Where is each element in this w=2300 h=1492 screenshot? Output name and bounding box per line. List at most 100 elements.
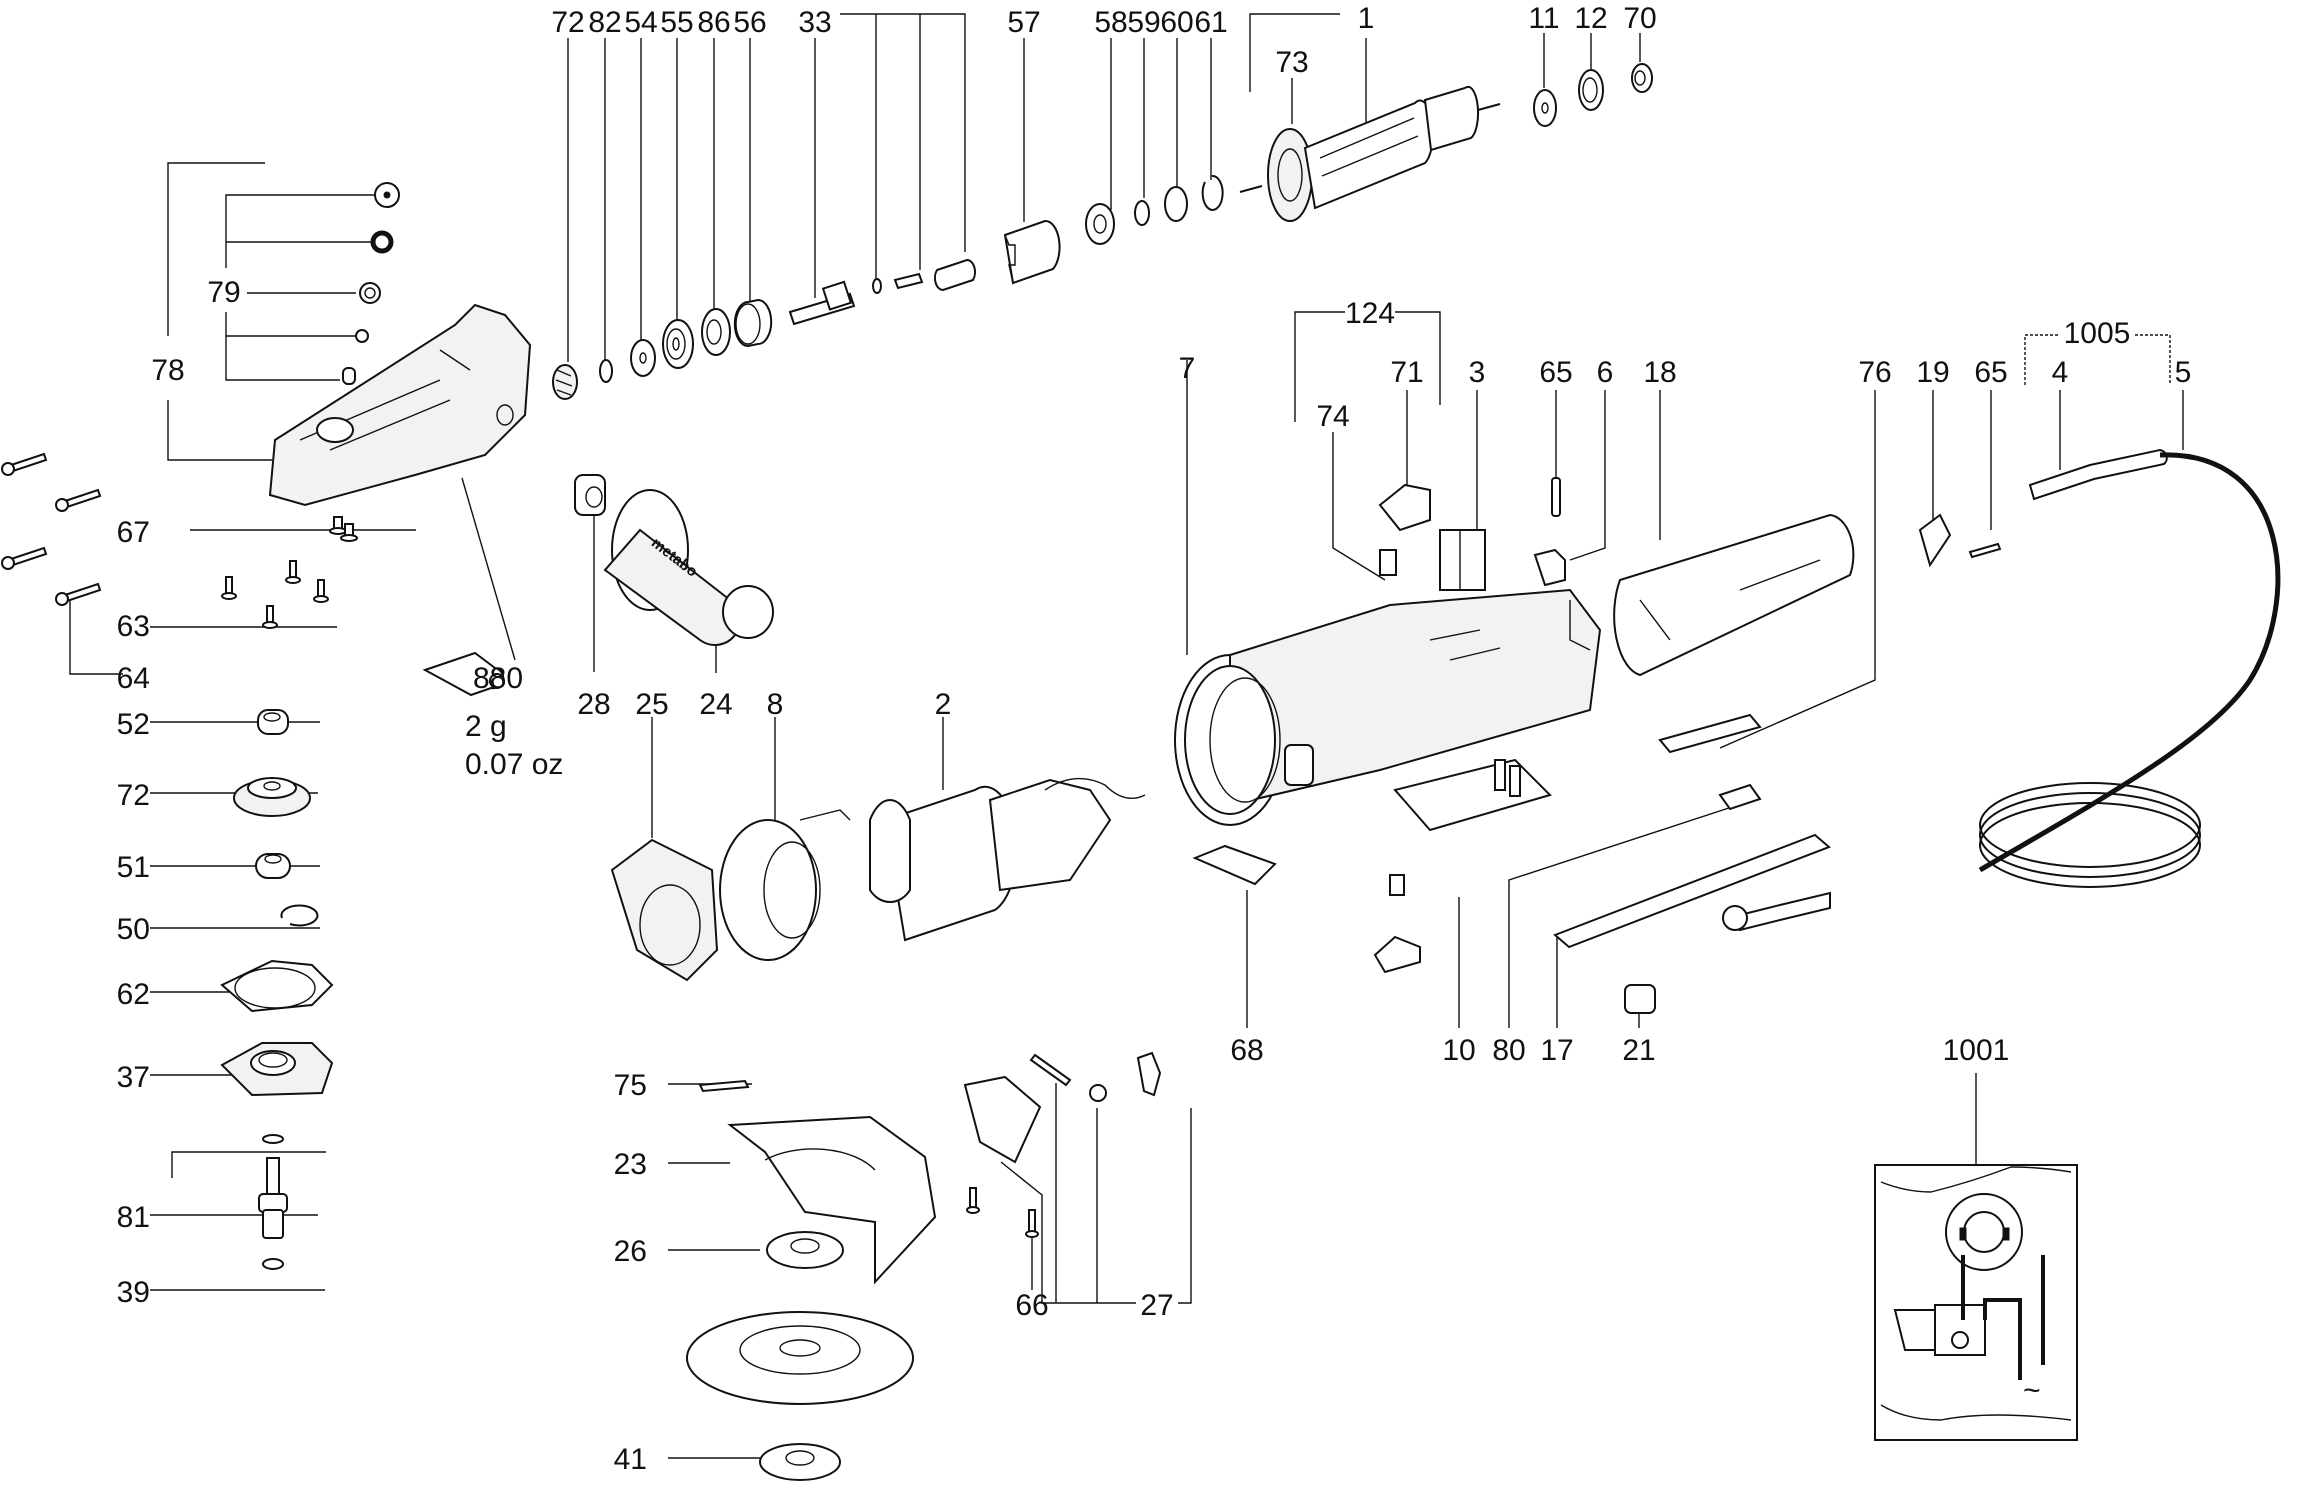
callout-55: 55 (660, 6, 693, 39)
screws-67-part (329, 516, 358, 542)
callout-25: 25 (635, 688, 668, 721)
callout-51: 51 (117, 851, 150, 884)
leader-lines-top (567, 13, 1641, 362)
side-handle-part: metabo (603, 489, 774, 646)
callout-72: 72 (117, 779, 150, 812)
gasket-part (220, 959, 334, 1013)
carbon-brush-part (1379, 549, 1397, 576)
callout-1: 1 (1358, 2, 1375, 35)
callout-17: 17 (1540, 1034, 1573, 1067)
handle-cover-part (1613, 513, 1855, 677)
callout-26: 26 (614, 1235, 647, 1268)
nut-28-part (574, 474, 606, 516)
washer-54-part (630, 339, 656, 377)
air-guide-part (719, 819, 817, 961)
callout-73: 73 (1275, 46, 1308, 79)
callout-18: 18 (1643, 356, 1676, 389)
callout-72: 72 (551, 6, 584, 39)
callout-65: 65 (1539, 356, 1572, 389)
ac-symbol: ~ (2023, 1374, 2041, 1407)
bearing-58-part (1085, 203, 1115, 245)
switch-rod-part (1553, 833, 1831, 949)
callout-54: 54 (624, 6, 657, 39)
callout-56: 56 (733, 6, 766, 39)
stator-part (869, 777, 1146, 942)
callout-52: 52 (117, 708, 150, 741)
left-column-parts (1, 182, 532, 1270)
guard-25-part (610, 838, 719, 982)
callout-50: 50 (117, 913, 150, 946)
callout-39: 39 (117, 1276, 150, 1309)
label-76-part (1658, 713, 1762, 754)
clamping-nut-part (759, 1443, 841, 1481)
callout-12: 12 (1574, 2, 1607, 35)
callout-70: 70 (1623, 2, 1656, 35)
pinion-gear-part (552, 364, 578, 400)
callout-60: 60 (1160, 6, 1193, 39)
callout-68: 68 (1230, 1034, 1263, 1067)
middle-parts: metabo (574, 474, 1602, 982)
callout-5: 5 (2175, 356, 2192, 389)
callout-124: 124 (1345, 297, 1395, 330)
callout-23: 23 (614, 1148, 647, 1181)
motor-housing-part (1174, 588, 1602, 826)
callout-21: 21 (1622, 1034, 1655, 1067)
callout-19: 19 (1916, 356, 1949, 389)
grinding-wheel-part (686, 1311, 914, 1405)
callout-71: 71 (1390, 356, 1423, 389)
switch-carrier-part (1393, 758, 1552, 832)
plug-part (1739, 891, 1831, 932)
wheel-guard-part (727, 1115, 937, 1285)
guard-clamp-part (963, 1075, 1042, 1164)
callout-59: 59 (1127, 6, 1160, 39)
bearing-86-part (701, 308, 731, 356)
callout-6: 6 (1597, 356, 1614, 389)
sleeve-57-part (1003, 219, 1061, 285)
callout-1001: 1001 (1943, 1034, 2010, 1067)
grease-weight-oz: 0.07 oz (465, 748, 563, 781)
callout-86: 86 (697, 6, 730, 39)
spindle-part (262, 1209, 284, 1239)
callout-57: 57 (1007, 6, 1040, 39)
callout-41: 41 (614, 1443, 647, 1476)
callout-81: 81 (117, 1201, 150, 1234)
callout-66: 66 (1015, 1289, 1048, 1322)
callout-1005: 1005 (2064, 317, 2131, 350)
callout-78: 78 (151, 354, 184, 387)
callout-28: 28 (577, 688, 610, 721)
callout-880: 880 (473, 662, 523, 695)
screws-63-part (221, 560, 329, 629)
callout-80: 80 (1492, 1034, 1525, 1067)
gear-train-parts (552, 63, 1653, 400)
switch-part (1439, 529, 1486, 591)
brush-holder-part (1378, 483, 1431, 532)
callout-10: 10 (1442, 1034, 1475, 1067)
washer-82-part (599, 359, 613, 383)
callout-2: 2 (935, 688, 952, 721)
slider-button-part (1624, 984, 1656, 1014)
callout-61: 61 (1194, 6, 1227, 39)
right-parts (1373, 448, 2281, 1014)
lower-parts (686, 1051, 1162, 1481)
armature-part (1239, 85, 1501, 222)
callout-11: 11 (1528, 2, 1559, 35)
callout-74: 74 (1316, 400, 1349, 433)
callout-65: 65 (1974, 356, 2007, 389)
leader-lines-right (1294, 311, 2184, 1165)
callout-76: 76 (1858, 356, 1891, 389)
callout-82: 82 (588, 6, 621, 39)
leader-lines-lower (668, 1083, 1192, 1459)
callout-64: 64 (117, 662, 150, 695)
leader-lines-middle (593, 360, 1248, 1028)
callout-8: 8 (767, 688, 784, 721)
grease-weight-g: 2 g (465, 710, 507, 743)
callout-24: 24 (699, 688, 732, 721)
label-68-part (1192, 844, 1277, 886)
callout-37: 37 (117, 1061, 150, 1094)
callout-58: 58 (1094, 6, 1127, 39)
callout-33: 33 (798, 6, 831, 39)
callout-62: 62 (117, 978, 150, 1011)
long-screws-part (1, 452, 102, 606)
